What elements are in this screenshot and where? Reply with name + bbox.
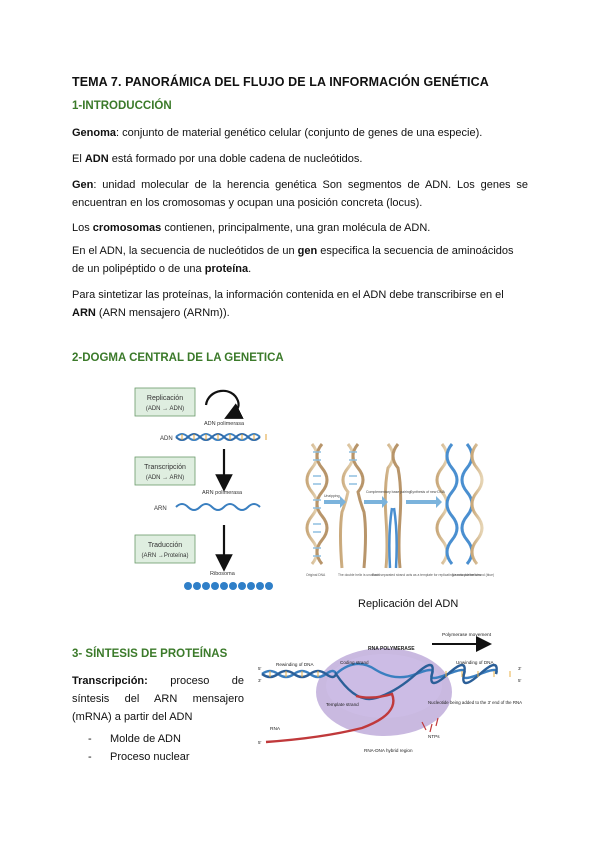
label-arn: ARN	[154, 506, 167, 512]
box-transcripcion: Transcripción (ADN → ARN)	[134, 456, 196, 486]
paragraph-transcripcion: Transcripción: proceso de síntesis del A…	[72, 672, 244, 726]
box-transcripcion-line1: Transcripción	[144, 464, 186, 471]
text-seq-mid: especifica la secuencia de aminoácidos d…	[72, 245, 514, 275]
term-genoma: Genoma	[72, 127, 117, 139]
bullet-dash-2: -	[88, 751, 92, 763]
label-adn: ADN	[160, 436, 173, 442]
term-cromosomas: cromosomas	[92, 222, 162, 234]
term-gen: Gen	[72, 179, 94, 191]
box-traduccion-line2: (ARN →Proteína)	[141, 553, 188, 559]
bullet-text-proceso: Proceso nuclear	[110, 751, 190, 763]
central-dogma-diagram: Replicación (ADN → ADN) ADN polimerasa A…	[134, 387, 273, 590]
enzyme-arn-polimerasa: ARN polimerasa	[202, 490, 243, 496]
transcription-diagram: RNA POLYMERASE Polymerase movement 5' 3'…	[258, 632, 522, 753]
box-replicacion-line1: Replicación	[147, 395, 183, 402]
ntp-molecules	[421, 717, 439, 733]
rna-strand-red	[265, 692, 395, 744]
helix-template-pairing	[383, 443, 403, 569]
paragraph-adn: El ADN está formado por una doble cadena…	[72, 150, 528, 168]
term-adn: ADN	[84, 153, 109, 165]
caption-new-helices: New double helices	[452, 573, 481, 577]
paragraph-secuencia: En el ADN, la secuencia de nucleótidos d…	[72, 242, 528, 278]
text-adn-pre: El	[72, 153, 85, 165]
end-3-top-right: 3'	[518, 666, 522, 671]
helix-original	[305, 443, 329, 565]
box-traduccion: Traducción (ARN →Proteína)	[134, 534, 196, 564]
bullet-item-proceso: - Proceso nuclear	[88, 751, 190, 763]
text-adn: está formado por una doble cadena de nuc…	[108, 153, 363, 165]
label-hybrid-region: RNA-DNA hybrid region	[364, 748, 413, 753]
box-traduccion-line1: Traducción	[148, 542, 182, 549]
text-seq-pre: En el ADN, la secuencia de nucleótidos d…	[72, 245, 298, 257]
helix-new-pair	[435, 443, 484, 565]
label-synthesis: Synthesis of new DNA	[410, 490, 445, 494]
text-cromosomas: contienen, principalmente, una gran molé…	[161, 222, 431, 234]
end-5-rna: 5'	[258, 740, 262, 745]
bullet-text-molde: Molde de ADN	[110, 733, 181, 745]
enzyme-ribosoma: Ribosoma	[210, 571, 236, 577]
section-heading-sintesis: 3- SÍNTESIS DE PROTEÍNAS	[72, 648, 228, 660]
text-arn-end: (ARN mensajero (ARNm)).	[95, 307, 230, 319]
text-gen: : unidad molecular de la herencia genéti…	[72, 179, 528, 209]
caption-unwound: The double helix is unwound	[338, 573, 380, 577]
box-replicacion: Replicación (ADN → ADN)	[134, 387, 196, 417]
label-ntps: NTPs	[428, 734, 440, 739]
page-title: TEMA 7. PANORÁMICA DEL FLUJO DE LA INFOR…	[72, 75, 489, 89]
label-nucleotide-added: Nucleotide being added to the 3' end of …	[428, 700, 522, 705]
term-proteina: proteína	[204, 263, 249, 275]
replication-loop-arrow	[204, 389, 244, 419]
section-heading-introduccion: 1-INTRODUCCIÓN	[72, 100, 172, 112]
paragraph-genoma: Genoma: conjunto de material genético ce…	[72, 124, 528, 142]
label-unwinding: Unwinding of DNA	[456, 660, 494, 665]
label-template-strand: Template strand	[326, 702, 359, 707]
box-replicacion-line2: (ADN → ADN)	[146, 406, 184, 412]
dna-replication-figure: Unzipping Complementary base pairing Syn…	[305, 443, 494, 577]
label-rewinding: Rewinding of DNA	[276, 662, 314, 667]
protein-bead-chain	[184, 582, 273, 590]
paragraph-arn: Para sintetizar las proteínas, la inform…	[72, 286, 528, 322]
caption-original-dna: Original DNA	[306, 573, 326, 577]
term-gen-inline: gen	[297, 245, 318, 257]
bullet-item-molde: - Molde de ADN	[88, 733, 181, 745]
text-transcripcion: proceso de síntesis del ARN mensajero (m…	[72, 675, 244, 723]
text-crom-pre: Los	[72, 222, 93, 234]
caption-template: Each separated strand acts as a template…	[372, 573, 494, 577]
text-seq-end: .	[248, 263, 252, 275]
figure-caption-replicacion: Replicación del ADN	[358, 598, 459, 610]
dna-double-helix	[175, 433, 267, 441]
step-arrows	[324, 496, 442, 508]
rna-strand	[175, 503, 261, 511]
paragraph-gen: Gen: unidad molecular de la herencia gen…	[72, 176, 528, 212]
enzyme-adn-polimerasa: ADN polimerasa	[204, 421, 245, 427]
label-rna: RNA	[270, 726, 281, 732]
text-genoma: : conjunto de material genético celular …	[116, 127, 483, 139]
bullet-dash-1: -	[88, 733, 92, 745]
end-5-bottom-right: 5'	[518, 678, 522, 683]
section-heading-dogma: 2-DOGMA CENTRAL DE LA GENETICA	[72, 352, 284, 364]
term-transcripcion: Transcripción:	[72, 675, 148, 687]
label-unzipping: Unzipping	[324, 494, 340, 498]
label-coding-strand: Coding strand	[340, 660, 369, 665]
box-transcripcion-line2: (ADN → ARN)	[146, 475, 184, 481]
term-arn: ARN	[72, 307, 96, 319]
end-5-top: 5'	[258, 666, 262, 671]
paragraph-cromosomas: Los cromosomas contienen, principalmente…	[72, 219, 528, 237]
text-arn-pre: Para sintetizar las proteínas, la inform…	[72, 289, 504, 301]
label-base-pairing: Complementary base pairing	[366, 490, 411, 494]
end-3-bottom: 3'	[258, 678, 262, 683]
label-polymerase-movement: Polymerase movement	[442, 632, 492, 638]
helix-unwound	[339, 443, 367, 569]
label-rna-polymerase: RNA POLYMERASE	[368, 646, 415, 652]
